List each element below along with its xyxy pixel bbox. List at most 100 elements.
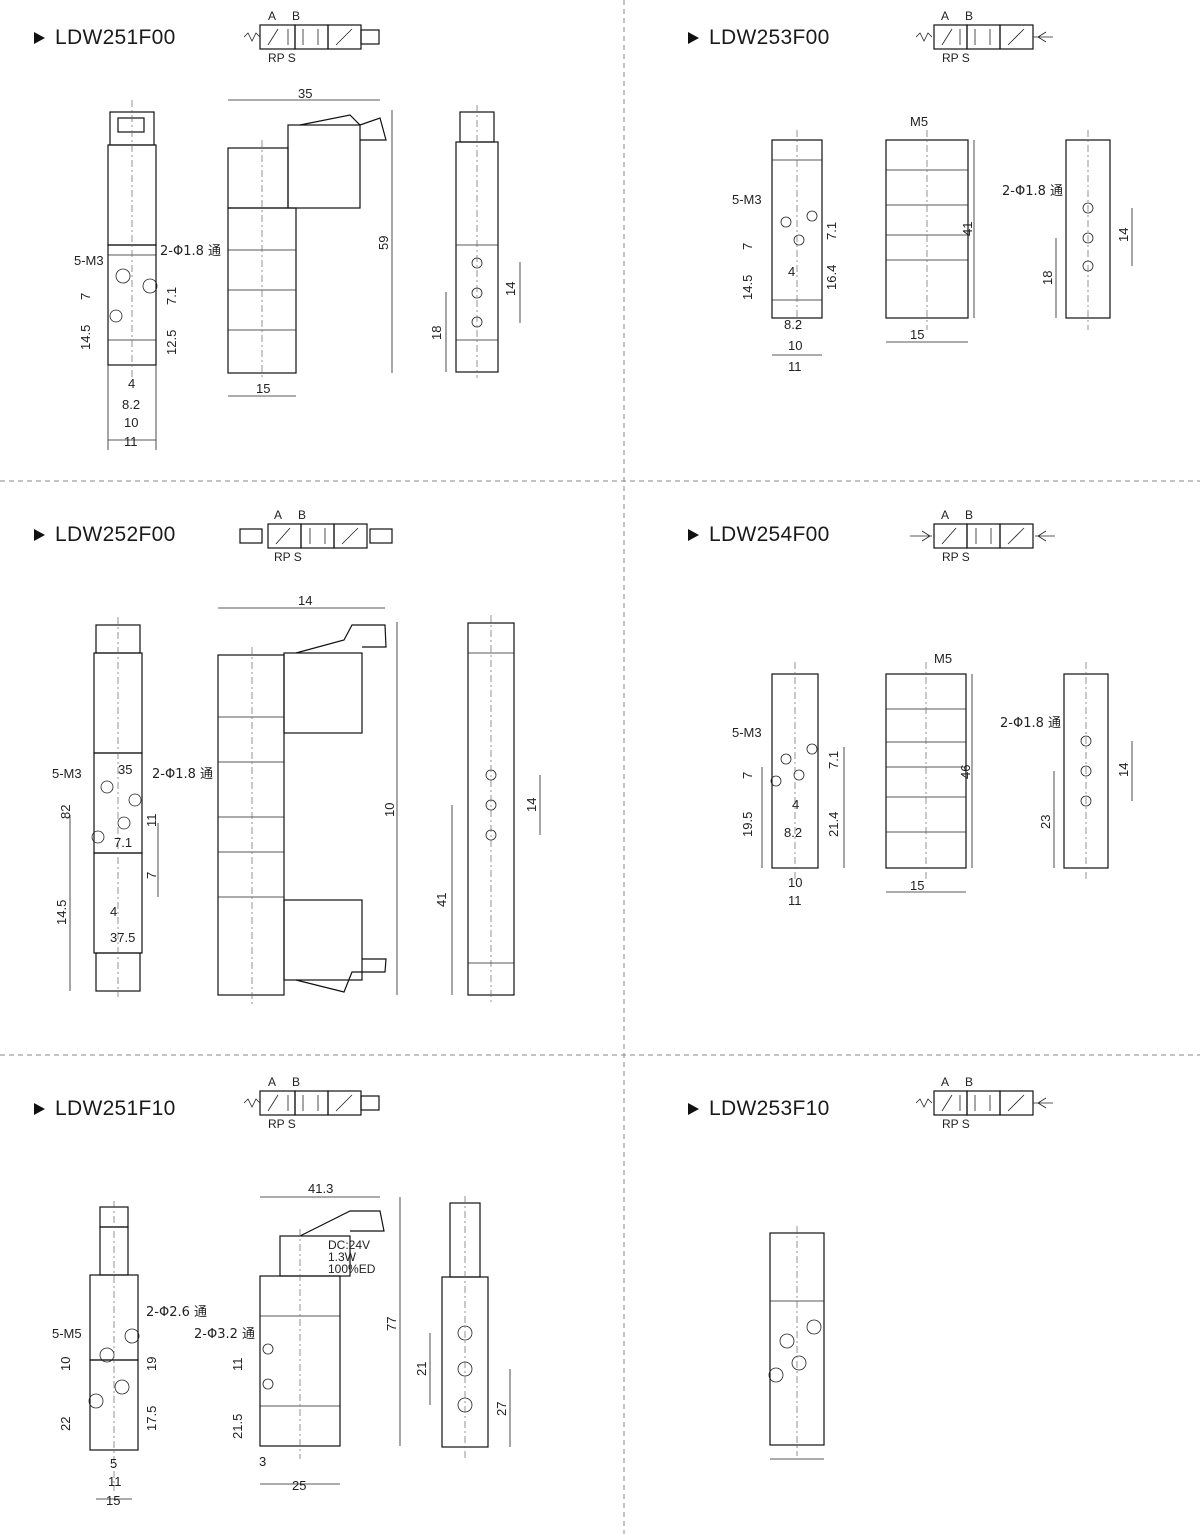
rear-view bbox=[1055, 130, 1133, 330]
panel-ldw251f00: LDW251F00 A B RP S bbox=[0, 0, 600, 481]
callout-phi26: 2-Φ2.6 通 bbox=[146, 1305, 207, 1320]
rear-view bbox=[1053, 662, 1133, 882]
model-title: LDW251F00 bbox=[34, 26, 176, 50]
dim-value: 35 bbox=[298, 86, 312, 101]
dim-value: 22 bbox=[58, 1417, 73, 1431]
valve-symbol: A B RP S bbox=[910, 508, 1055, 564]
dim-value: 14 bbox=[1116, 228, 1131, 242]
bullet-triangle-icon bbox=[34, 529, 45, 541]
dim-value: 41.3 bbox=[308, 1181, 333, 1196]
port-b: B bbox=[292, 1075, 300, 1089]
dim-value: 10 bbox=[788, 338, 802, 353]
dim-value: 17.5 bbox=[144, 1406, 159, 1431]
dim-value: 7.1 bbox=[824, 222, 839, 240]
dim-value: 10 bbox=[788, 875, 802, 890]
bullet-triangle-icon bbox=[34, 1103, 45, 1115]
dim-value: 4 bbox=[792, 797, 799, 812]
ports-rps: RP S bbox=[274, 550, 302, 564]
dim-value: 14.5 bbox=[54, 900, 69, 925]
side-view bbox=[217, 607, 398, 1007]
valve-symbol: A B RP S bbox=[243, 1075, 380, 1131]
valve-drawing: A B RP S 5-M3 2-Φ1 bbox=[74, 9, 521, 450]
dim-value: 7.1 bbox=[826, 751, 841, 769]
dim-value: 11 bbox=[124, 434, 138, 449]
valve-drawing: A B RP S 5-M3 7 14.5 7.1 16.4 bbox=[732, 9, 1133, 374]
callout-phi32: 2-Φ3.2 通 bbox=[194, 1327, 255, 1342]
dim-value: 11 bbox=[144, 814, 159, 828]
dim-value: 7 bbox=[740, 772, 755, 779]
dim-value: 12.5 bbox=[164, 330, 179, 355]
dim-value: 21.4 bbox=[826, 812, 841, 837]
panel-ldw254f00: LDW254F00 A B RP S 5-M3 7 19.5 7.1 21.4 bbox=[654, 497, 1200, 1055]
dim-value: 7.1 bbox=[114, 835, 132, 850]
bullet-triangle-icon bbox=[688, 529, 699, 541]
dim-value: 15 bbox=[106, 1493, 120, 1508]
callout-phi18: 2-Φ1.8 通 bbox=[152, 767, 213, 782]
dim-value: 11 bbox=[230, 1358, 245, 1372]
ports-rps: RP S bbox=[268, 51, 296, 65]
ports-rps: RP S bbox=[942, 51, 970, 65]
callout-phi18: 2-Φ1.8 通 bbox=[1000, 716, 1061, 731]
dim-value: 77 bbox=[384, 1317, 399, 1331]
dim-value: 8.2 bbox=[122, 397, 140, 412]
dim-value: 82 bbox=[58, 805, 73, 819]
dim-value-35: 14 bbox=[298, 593, 312, 608]
ports-rps: RP S bbox=[942, 550, 970, 564]
front-view bbox=[771, 130, 823, 356]
dim-value: 25 bbox=[292, 1478, 306, 1493]
callout-phi18: 2-Φ1.8 通 bbox=[160, 244, 221, 259]
dim-value: 35 bbox=[118, 762, 132, 777]
ports-rps: RP S bbox=[268, 1117, 296, 1131]
model-title: LDW252F00 bbox=[34, 523, 176, 547]
callout-phi18: 2-Φ1.8 通 bbox=[1002, 184, 1063, 199]
dim-value: 11 bbox=[788, 893, 802, 908]
panel-ldw253f00: LDW253F00 A B RP S 5-M3 7 bbox=[654, 0, 1200, 481]
callout-m3: 5-M3 bbox=[732, 192, 762, 207]
dim-value: 15 bbox=[256, 381, 270, 396]
dim-value: 41 bbox=[960, 222, 975, 236]
port-a: A bbox=[274, 508, 282, 522]
dim-value: 4 bbox=[788, 264, 795, 279]
model-title-text: LDW253F00 bbox=[709, 26, 830, 49]
dim-value: 8.2 bbox=[784, 825, 802, 840]
port-a: A bbox=[268, 1075, 276, 1089]
coil-voltage: DC:24V bbox=[328, 1238, 370, 1252]
port-b: B bbox=[965, 1075, 973, 1089]
dim-value: 18 bbox=[429, 326, 444, 340]
dim-value: 4 bbox=[128, 376, 135, 391]
dim-value: M5 bbox=[934, 651, 952, 666]
dim-value: 21 bbox=[414, 1362, 429, 1376]
side-view bbox=[227, 99, 393, 397]
rear-view bbox=[429, 1196, 511, 1459]
model-title-text: LDW252F00 bbox=[55, 523, 176, 546]
dim-value: 3 bbox=[259, 1454, 266, 1469]
model-title: LDW254F00 bbox=[688, 523, 830, 547]
panel-ldw251f10: LDW251F10 A B RP S bbox=[0, 1071, 600, 1534]
side-view bbox=[259, 1196, 401, 1485]
port-a: A bbox=[941, 1075, 949, 1089]
side-view bbox=[885, 130, 975, 343]
model-title-text: LDW254F00 bbox=[709, 523, 830, 546]
dim-value: 19 bbox=[144, 1357, 159, 1371]
ports-rps: RP S bbox=[942, 1117, 970, 1131]
valve-drawing: A B RP S 5-M3 2-Φ1.8 通 35 82 11 7 bbox=[52, 508, 541, 1007]
bullet-triangle-icon bbox=[688, 1103, 699, 1115]
dim-value: 14 bbox=[503, 282, 518, 296]
side-view bbox=[885, 662, 973, 893]
valve-drawing: A B RP S 5-M5 2-Φ2.6 通 10 bbox=[52, 1075, 511, 1508]
front-view bbox=[768, 1226, 825, 1460]
dim-value: 27 bbox=[494, 1402, 509, 1416]
dim-value: 18 bbox=[1040, 271, 1055, 285]
port-b: B bbox=[965, 508, 973, 522]
coil-duty: 100%ED bbox=[328, 1262, 376, 1276]
dim-value: M5 bbox=[910, 114, 928, 129]
dim-value: 15 bbox=[910, 878, 924, 893]
dim-value: 59 bbox=[376, 236, 391, 250]
dim-value: 10 bbox=[58, 1357, 73, 1371]
callout-m3: 5-M3 bbox=[52, 766, 82, 781]
port-a: A bbox=[941, 508, 949, 522]
dim-value: 8.2 bbox=[784, 317, 802, 332]
callout-m3: 5-M3 bbox=[74, 253, 104, 268]
coil-power: 1.3W bbox=[328, 1250, 357, 1264]
model-title-text: LDW251F10 bbox=[55, 1097, 176, 1120]
